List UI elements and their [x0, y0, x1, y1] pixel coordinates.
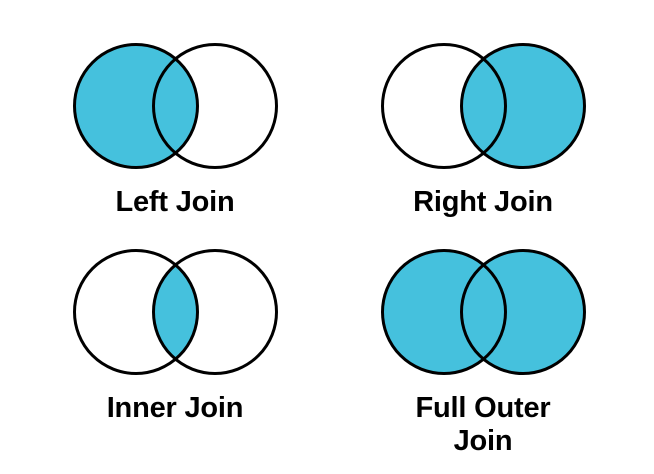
venn-cell-left-join: Left Join	[40, 36, 310, 219]
venn-figure-right-join	[380, 43, 586, 169]
right-circle-outline-inner-join	[151, 249, 278, 375]
intersection-fill-right-join	[461, 44, 505, 168]
left-circle-outline-inner-join	[72, 249, 199, 375]
left-circle-outline-right-join	[380, 43, 507, 169]
intersection-fill-left-join	[153, 44, 197, 168]
venn-figure-left-join	[72, 43, 278, 169]
venn-label-full-outer-join: Full Outer Join	[415, 392, 551, 457]
left-circle-outline-left-join	[72, 43, 199, 169]
right-circle-outline-left-join	[151, 43, 278, 169]
venn-cell-inner-join: Inner Join	[40, 242, 310, 425]
venn-label-right-join: Right Join	[413, 186, 553, 218]
venn-figure-inner-join	[72, 249, 278, 375]
left-circle-outline-full-outer-join	[380, 249, 507, 375]
venn-label-inner-join: Inner Join	[106, 392, 244, 424]
venn-label-left-join: Left Join	[115, 186, 235, 218]
right-circle-outline-full-outer-join	[459, 249, 586, 375]
right-circle-fill-full-outer-join	[461, 250, 584, 374]
right-circle-outline-right-join	[459, 43, 586, 169]
venn-figure-full-outer-join	[380, 249, 586, 375]
venn-cell-full-outer-join: Full Outer Join	[348, 242, 618, 458]
intersection-fill-inner-join	[153, 250, 197, 374]
venn-cell-right-join: Right Join	[348, 36, 618, 219]
